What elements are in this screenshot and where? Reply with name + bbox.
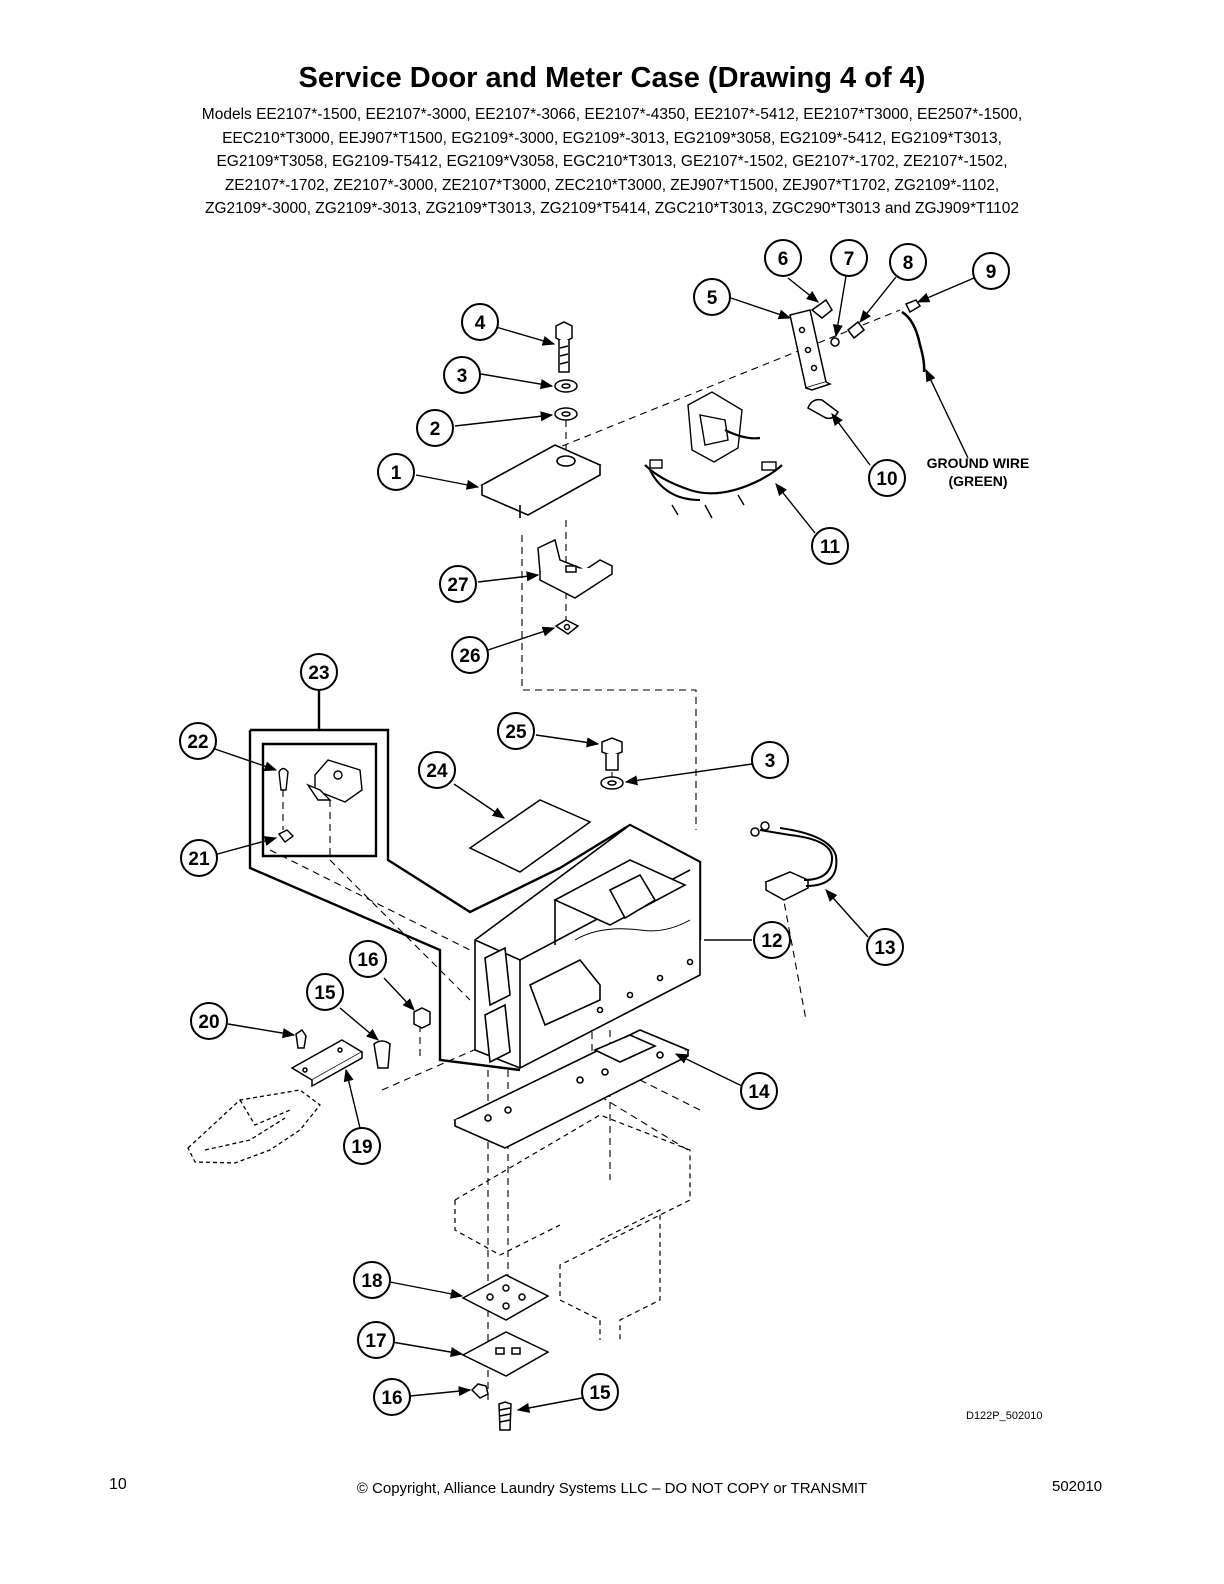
bolt-and-washers-part: [554, 321, 578, 421]
ground-wire-label: GROUND WIRE: [927, 455, 1030, 471]
ground-wire-color-label: (GREEN): [948, 473, 1007, 489]
callout-bubble: [357, 1321, 395, 1359]
machine-top-outline: [454, 1114, 691, 1340]
mounting-plates-part: [461, 1274, 550, 1431]
model-list-line: EEC210*T3000, EEJ907*T1500, EG2109*-3000…: [222, 129, 1002, 147]
callout-number: 6: [778, 249, 789, 270]
callout-number: 16: [357, 950, 378, 971]
callout-bubble: [889, 243, 927, 281]
callout-number: 17: [365, 1331, 386, 1352]
callout-bubble: [300, 653, 338, 691]
model-list-line: ZE2107*-1702, ZE2107*-3000, ZE2107*T3000…: [224, 176, 1000, 194]
callout-number: 26: [459, 646, 480, 667]
callout-bubble: [581, 1373, 619, 1411]
callout-number: 12: [761, 931, 782, 952]
callout-number: 15: [314, 983, 336, 1004]
callout-number: 1: [391, 463, 402, 484]
page-title: Service Door and Meter Case (Drawing 4 o…: [298, 62, 926, 94]
callout-number: 10: [876, 469, 897, 490]
model-list: Models EE2107*-1500, EE2107*-3000, EE210…: [110, 103, 1114, 221]
callout-number: 13: [874, 938, 895, 959]
callout-number: 25: [505, 722, 527, 743]
callout-bubble: [451, 636, 489, 674]
callout-bubble: [443, 356, 481, 394]
meter-case-part: [474, 824, 701, 1069]
callout-bubble: [373, 1378, 411, 1416]
drawing-id: D122P_502010: [966, 1410, 1042, 1422]
callout-bubble: [753, 921, 791, 959]
callout-numbers: 1 2 3 4 5 6 7 8 9 10 11 27 26 23 22 21 2…: [187, 249, 996, 1409]
callout-number: 16: [381, 1388, 402, 1409]
bracket-plate-part: [789, 298, 926, 391]
callout-number: 14: [748, 1082, 770, 1103]
callout-bubble: [190, 1002, 228, 1040]
page-number: 10: [109, 1476, 127, 1493]
lint-drawer-outline: [187, 1089, 321, 1164]
callout-bubble: [418, 751, 456, 789]
copyright-notice: © Copyright, Alliance Laundry Systems LL…: [356, 1480, 868, 1497]
callout-bubble: [180, 839, 218, 877]
callout-bubble: [343, 1127, 381, 1165]
wire-clip-part: [807, 398, 839, 420]
callout-number: 2: [430, 419, 441, 440]
callout-number: 19: [351, 1137, 372, 1158]
callout-number: 8: [903, 253, 914, 274]
base-plate-part: [453, 1029, 690, 1149]
mounting-bracket-part: [537, 538, 614, 599]
callout-number: 15: [589, 1383, 611, 1404]
callout-number: 24: [426, 761, 448, 782]
callout-number: 3: [765, 751, 776, 772]
callout-number: 23: [308, 663, 329, 684]
callout-bubble: [764, 239, 802, 277]
callout-leaders: [211, 275, 975, 1413]
meter-assembly-part: [644, 391, 783, 519]
bolt-and-washer-part: [600, 737, 624, 790]
callout-number: 5: [707, 288, 718, 309]
instruction-label-part: [468, 799, 592, 873]
callout-number: 7: [844, 249, 855, 270]
callout-number: 27: [447, 575, 468, 596]
document-number: 502010: [1052, 1478, 1103, 1495]
callout-bubble: [461, 303, 499, 341]
callout-bubble: [353, 1261, 391, 1299]
callout-bubble: [740, 1072, 778, 1110]
service-door-part: [480, 444, 602, 518]
model-list-line: ZG2109*-3000, ZG2109*-3013, ZG2109*T3013…: [205, 200, 1019, 217]
callout-bubble: [693, 278, 731, 316]
callout-bubble: [497, 712, 535, 750]
wire-connector-part: [750, 821, 838, 901]
callout-bubble: [830, 239, 868, 277]
model-list-line: Models EE2107*-1500, EE2107*-3000, EE210…: [201, 106, 1023, 123]
latch-part: [277, 759, 363, 843]
callout-bubbles: [179, 239, 1010, 1416]
callout-number: 9: [986, 262, 997, 283]
callout-bubble: [306, 973, 344, 1011]
callout-number: 11: [820, 537, 841, 558]
callout-bubble: [439, 565, 477, 603]
speed-nut-part: [554, 619, 580, 635]
callout-number: 20: [198, 1012, 219, 1033]
hinge-hardware-part: [290, 1007, 431, 1088]
callout-bubble: [179, 722, 217, 760]
callout-number: 4: [475, 313, 486, 334]
callout-bubble: [972, 252, 1010, 290]
callout-number: 21: [188, 849, 210, 870]
callout-number: 18: [361, 1271, 382, 1292]
callout-bubble: [866, 928, 904, 966]
callout-number: 3: [457, 366, 468, 387]
callout-bubble: [751, 741, 789, 779]
callout-bubble: [811, 527, 849, 565]
callout-bubble: [377, 453, 415, 491]
model-list-line: EG2109*T3058, EG2109-T5412, EG2109*V3058…: [216, 153, 1008, 170]
callout-number: 22: [187, 732, 208, 753]
callout-bubble: [349, 940, 387, 978]
callout-bubble: [868, 459, 906, 497]
callout-bubble: [416, 409, 454, 447]
